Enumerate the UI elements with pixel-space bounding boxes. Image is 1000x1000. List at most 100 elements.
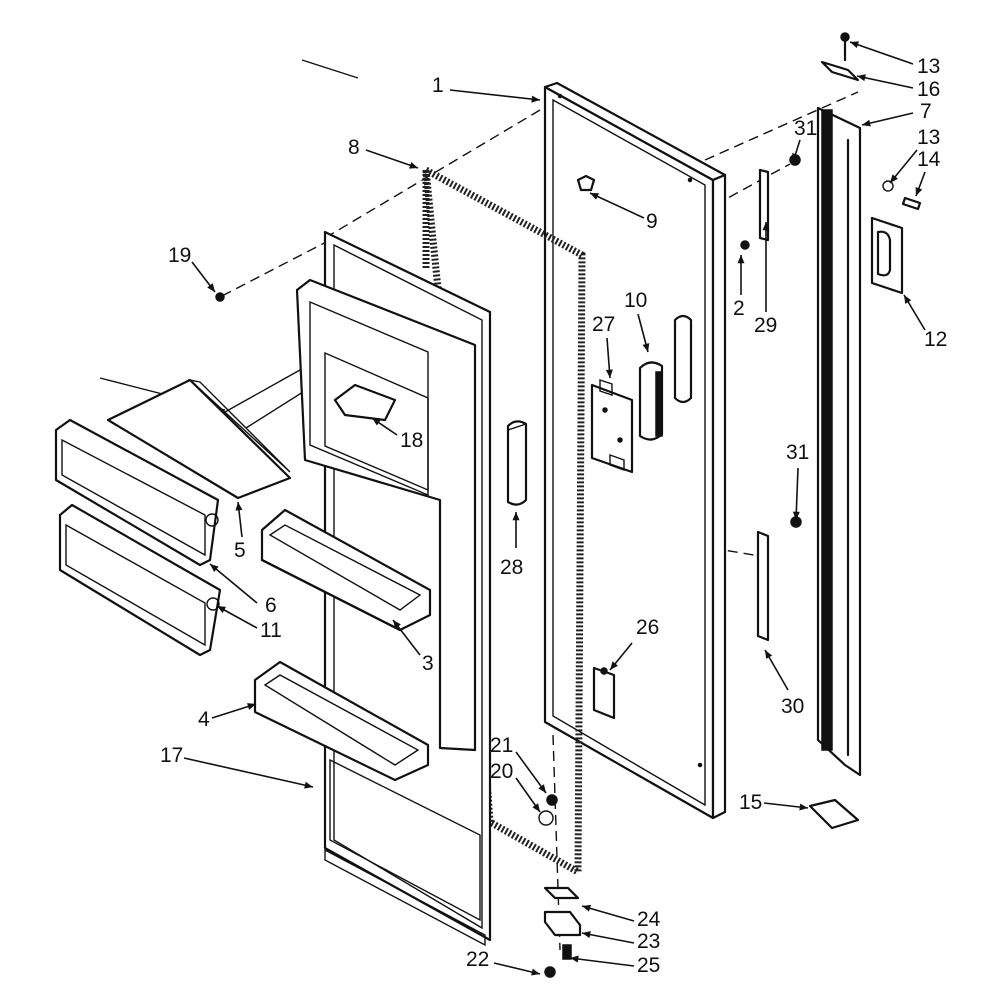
callout-number-c3: 3: [422, 652, 434, 675]
callout-number-c31b: 31: [786, 441, 809, 464]
callout-arrowhead-c13: [850, 41, 859, 49]
part-3-door-shelf: [260, 508, 432, 632]
callout-arrowhead-c24: [582, 904, 591, 912]
callout-arrowhead-c31a: [792, 153, 799, 162]
part-14-pin: [901, 196, 922, 211]
part-15-bracket: [808, 798, 860, 830]
callout-arrowhead-c30: [765, 650, 773, 659]
part-5-cover: [106, 378, 292, 500]
callout-leader-c23: [581, 932, 635, 944]
callout-arrowhead-c17: [304, 781, 313, 789]
callout-leader-c31b: [795, 467, 799, 521]
callout-arrowhead-c4: [247, 703, 256, 710]
callout-arrowhead-c5: [235, 502, 243, 511]
callout-number-c13: 13: [917, 55, 940, 78]
callout-arrowhead-c16: [857, 74, 866, 82]
callout-leader-c13: [849, 41, 914, 65]
callout-arrowhead-c10: [642, 343, 650, 352]
stray-mark: [301, 59, 359, 79]
callout-number-c7: 7: [920, 100, 932, 123]
callout-leader-c8: [365, 149, 419, 169]
callout-arrowhead-c20: [532, 803, 540, 812]
part-2-screw: [740, 240, 750, 250]
callout-number-c4: 4: [198, 708, 210, 731]
part-30-trim-strip: [756, 530, 770, 642]
callout-arrowhead-c6: [210, 564, 219, 572]
callout-arrowhead-c26: [610, 661, 618, 670]
callout-arrowhead-c27: [605, 369, 613, 378]
callout-arrowhead-c11: [217, 606, 226, 614]
callout-number-c5: 5: [234, 539, 246, 562]
callout-number-c25: 25: [637, 954, 660, 977]
callout-leader-c24: [581, 905, 635, 922]
callout-arrowhead-c8: [409, 161, 418, 169]
callout-number-c15: 15: [739, 791, 762, 814]
part-6-door-bin: [54, 418, 220, 567]
callout-number-c20: 20: [490, 760, 513, 783]
callout-number-c12: 12: [924, 328, 947, 351]
callout-arrowhead-c13b: [890, 174, 898, 183]
callout-arrowhead-c19: [207, 283, 215, 292]
part-22-screw: [544, 966, 556, 978]
callout-arrowhead-c23: [582, 931, 591, 939]
part-26-bracket: [592, 666, 616, 720]
callout-number-c19: 19: [168, 244, 191, 267]
callout-leader-c21: [515, 751, 547, 794]
callout-arrowhead-c12: [904, 295, 912, 304]
callout-arrowhead-c22: [531, 968, 540, 976]
callout-number-c11: 11: [260, 619, 282, 642]
part-12-handle-grip: [870, 216, 904, 295]
callout-arrowhead-c15: [799, 803, 808, 811]
callout-number-c24: 24: [637, 908, 661, 931]
callout-arrowhead-c29: [762, 222, 770, 231]
bottom-hinge: [538, 794, 582, 978]
callout-arrowhead-c18: [372, 418, 381, 426]
part-20-bushing: [538, 810, 554, 826]
callout-number-c10: 10: [624, 289, 647, 312]
callout-leader-c16: [856, 75, 914, 89]
part-11-door-bin: [58, 503, 222, 657]
part-28-handle-insert: [506, 420, 528, 506]
callout-number-c16: 16: [917, 78, 940, 101]
callout-number-c27: 27: [592, 313, 615, 336]
callout-number-c22: 22: [466, 948, 489, 971]
part-21-screw: [546, 794, 558, 806]
callout-leader-c25: [569, 957, 635, 967]
callout-arrowhead-c2: [737, 255, 745, 264]
callout-number-c30: 30: [781, 695, 804, 718]
callout-arrowhead-c31b: [792, 511, 800, 520]
callout-number-c1: 1: [432, 74, 444, 97]
callout-arrowhead-c9: [590, 193, 599, 200]
part-16-washer: [820, 60, 860, 82]
callout-arrowhead-c7: [862, 119, 871, 127]
callout-number-c18: 18: [400, 429, 423, 452]
part-19-screw: [215, 292, 225, 302]
callout-leader-c17: [183, 757, 314, 788]
callout-number-c21: 21: [490, 734, 513, 757]
callout-arrowhead-c21: [538, 784, 546, 793]
callout-number-c23: 23: [637, 930, 660, 953]
callout-leader-c1: [449, 89, 541, 101]
part-23-hinge: [543, 910, 582, 937]
callout-arrowhead-c14: [915, 187, 923, 196]
callout-leader-c7: [861, 112, 914, 126]
callout-labels: 1234567891011121316131415171819202122232…: [160, 41, 947, 977]
screws: [215, 32, 922, 528]
outer-door-panel: [543, 81, 727, 820]
part-18-dispenser-recess: [333, 383, 397, 422]
part-9-plug: [576, 174, 596, 192]
callout-number-c28: 28: [500, 556, 523, 579]
callout-number-c17: 17: [160, 744, 183, 767]
callout-arrowhead-c1: [531, 95, 540, 103]
callout-number-c2: 2: [733, 297, 745, 320]
callout-number-c26: 26: [636, 616, 659, 639]
callout-number-c8: 8: [348, 136, 360, 159]
part-7-handle-trim: [816, 106, 862, 777]
part-10-bracket: [638, 314, 693, 441]
callout-leader-c6: [209, 563, 258, 604]
callout-arrowhead-c3: [393, 620, 401, 629]
part-27-hinge-bracket: [590, 379, 634, 474]
part-13-screw: [882, 180, 894, 192]
callout-arrowhead-c25: [570, 955, 579, 963]
